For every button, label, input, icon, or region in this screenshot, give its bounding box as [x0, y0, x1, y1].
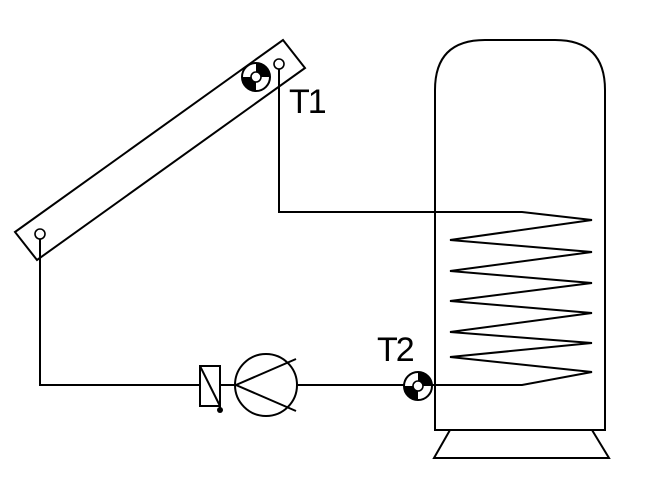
return-pipe [39, 239, 405, 386]
heat-exchanger-coil [420, 211, 593, 386]
sensor-label-t2: T2 [377, 331, 414, 369]
collector-port-bottom [34, 228, 46, 240]
flow-pipe [278, 69, 435, 213]
collector-port-top [273, 58, 285, 70]
temperature-sensor-icon [241, 62, 271, 92]
sensor-label-t1: T1 [289, 83, 326, 121]
storage-tank-icon [432, 39, 611, 459]
check-valve-icon [199, 365, 223, 413]
pump-icon [233, 353, 298, 417]
solar-collector-icon [13, 38, 307, 262]
temperature-sensor-icon [403, 371, 433, 401]
